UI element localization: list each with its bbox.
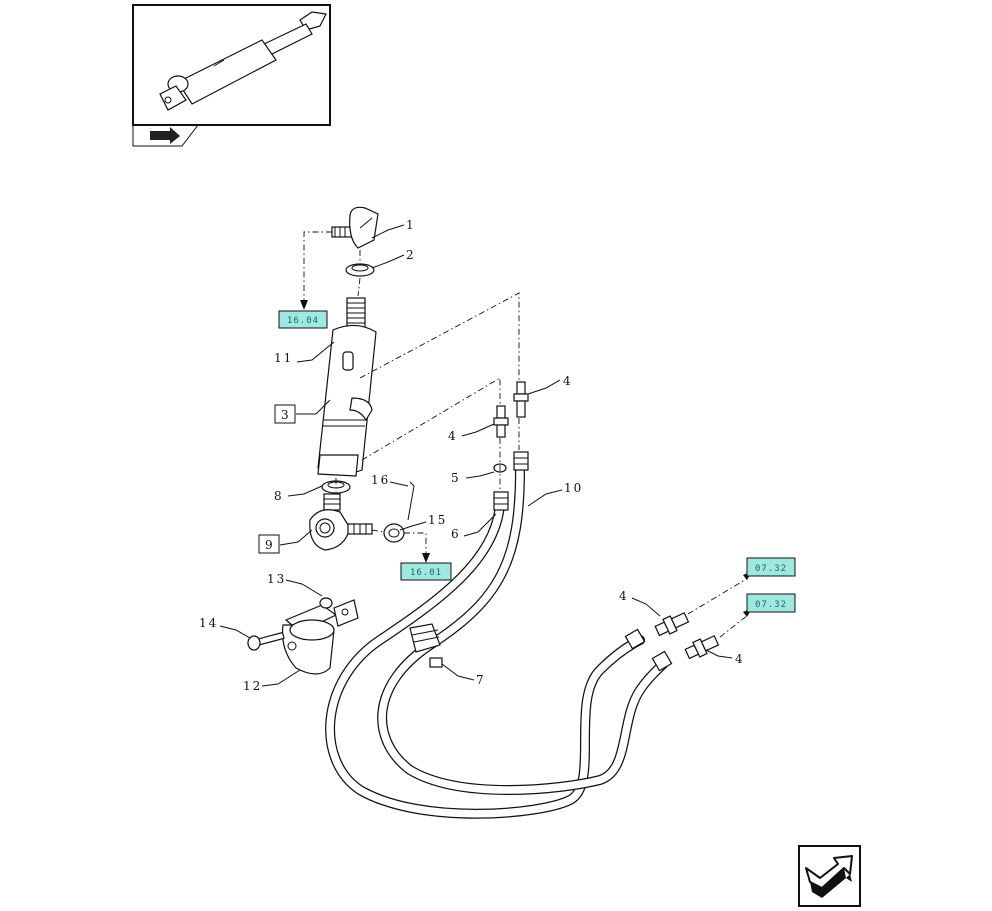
part-label: 4	[619, 589, 629, 603]
part-label: 4	[448, 429, 458, 443]
part-label: 9	[265, 538, 275, 552]
reference-07-32-bottom[interactable]: 07.32	[746, 593, 796, 613]
part-label: 14	[199, 616, 218, 630]
hose-assembly	[325, 465, 670, 819]
return-arrow-icon	[805, 855, 853, 898]
reference-16-04[interactable]: 16.04	[278, 310, 328, 329]
part-label: 7	[476, 673, 486, 687]
reference-label: 07.32	[755, 564, 787, 574]
part-label: 1	[406, 218, 416, 232]
part-label: 4	[563, 374, 573, 388]
part-label: 5	[451, 471, 461, 485]
part-label: 2	[406, 248, 416, 262]
part-label: 11	[274, 351, 293, 365]
thumbnail-frame[interactable]	[132, 4, 331, 147]
part-label: 15	[428, 513, 447, 527]
leader-lines	[219, 224, 733, 687]
reference-07-32-top[interactable]: 07.32	[746, 557, 796, 577]
reference-label: 16.04	[287, 316, 319, 326]
adapter-fittings	[493, 381, 720, 660]
rod-end	[309, 509, 373, 551]
reference-label: 16.01	[410, 568, 442, 578]
lock-nut	[345, 263, 375, 277]
part-label: 13	[267, 572, 286, 586]
bracket-bolt	[247, 631, 285, 651]
cylinder-body	[317, 297, 377, 477]
cylinder-thumbnail-icon	[159, 11, 327, 111]
split-pin	[407, 481, 415, 521]
assembly-lines	[303, 231, 749, 638]
part-label: 16	[371, 473, 390, 487]
part-label: 10	[564, 481, 583, 495]
part-label: 12	[243, 679, 262, 693]
castle-nut	[383, 523, 405, 543]
part-label: 6	[451, 527, 461, 541]
mounting-bracket	[281, 599, 359, 675]
part-labels: 1 2 3 4 4 4 4 5 6 7 8 9 10 11 12 13 14 1…	[199, 218, 745, 693]
bracket-nut	[319, 597, 333, 609]
part-label: 3	[281, 408, 291, 422]
return-arrow-button[interactable]	[798, 845, 861, 907]
label-box-3	[274, 404, 296, 424]
part-label: 8	[274, 489, 284, 503]
part-label: 4	[735, 652, 745, 666]
hose-end-fittings	[493, 451, 673, 672]
reference-16-01[interactable]: 16.01	[400, 562, 452, 581]
thumbnail-tab-icon	[150, 127, 180, 144]
label-box-9	[258, 534, 280, 554]
elbow-fitting	[331, 206, 379, 249]
reference-label: 07.32	[755, 600, 787, 610]
